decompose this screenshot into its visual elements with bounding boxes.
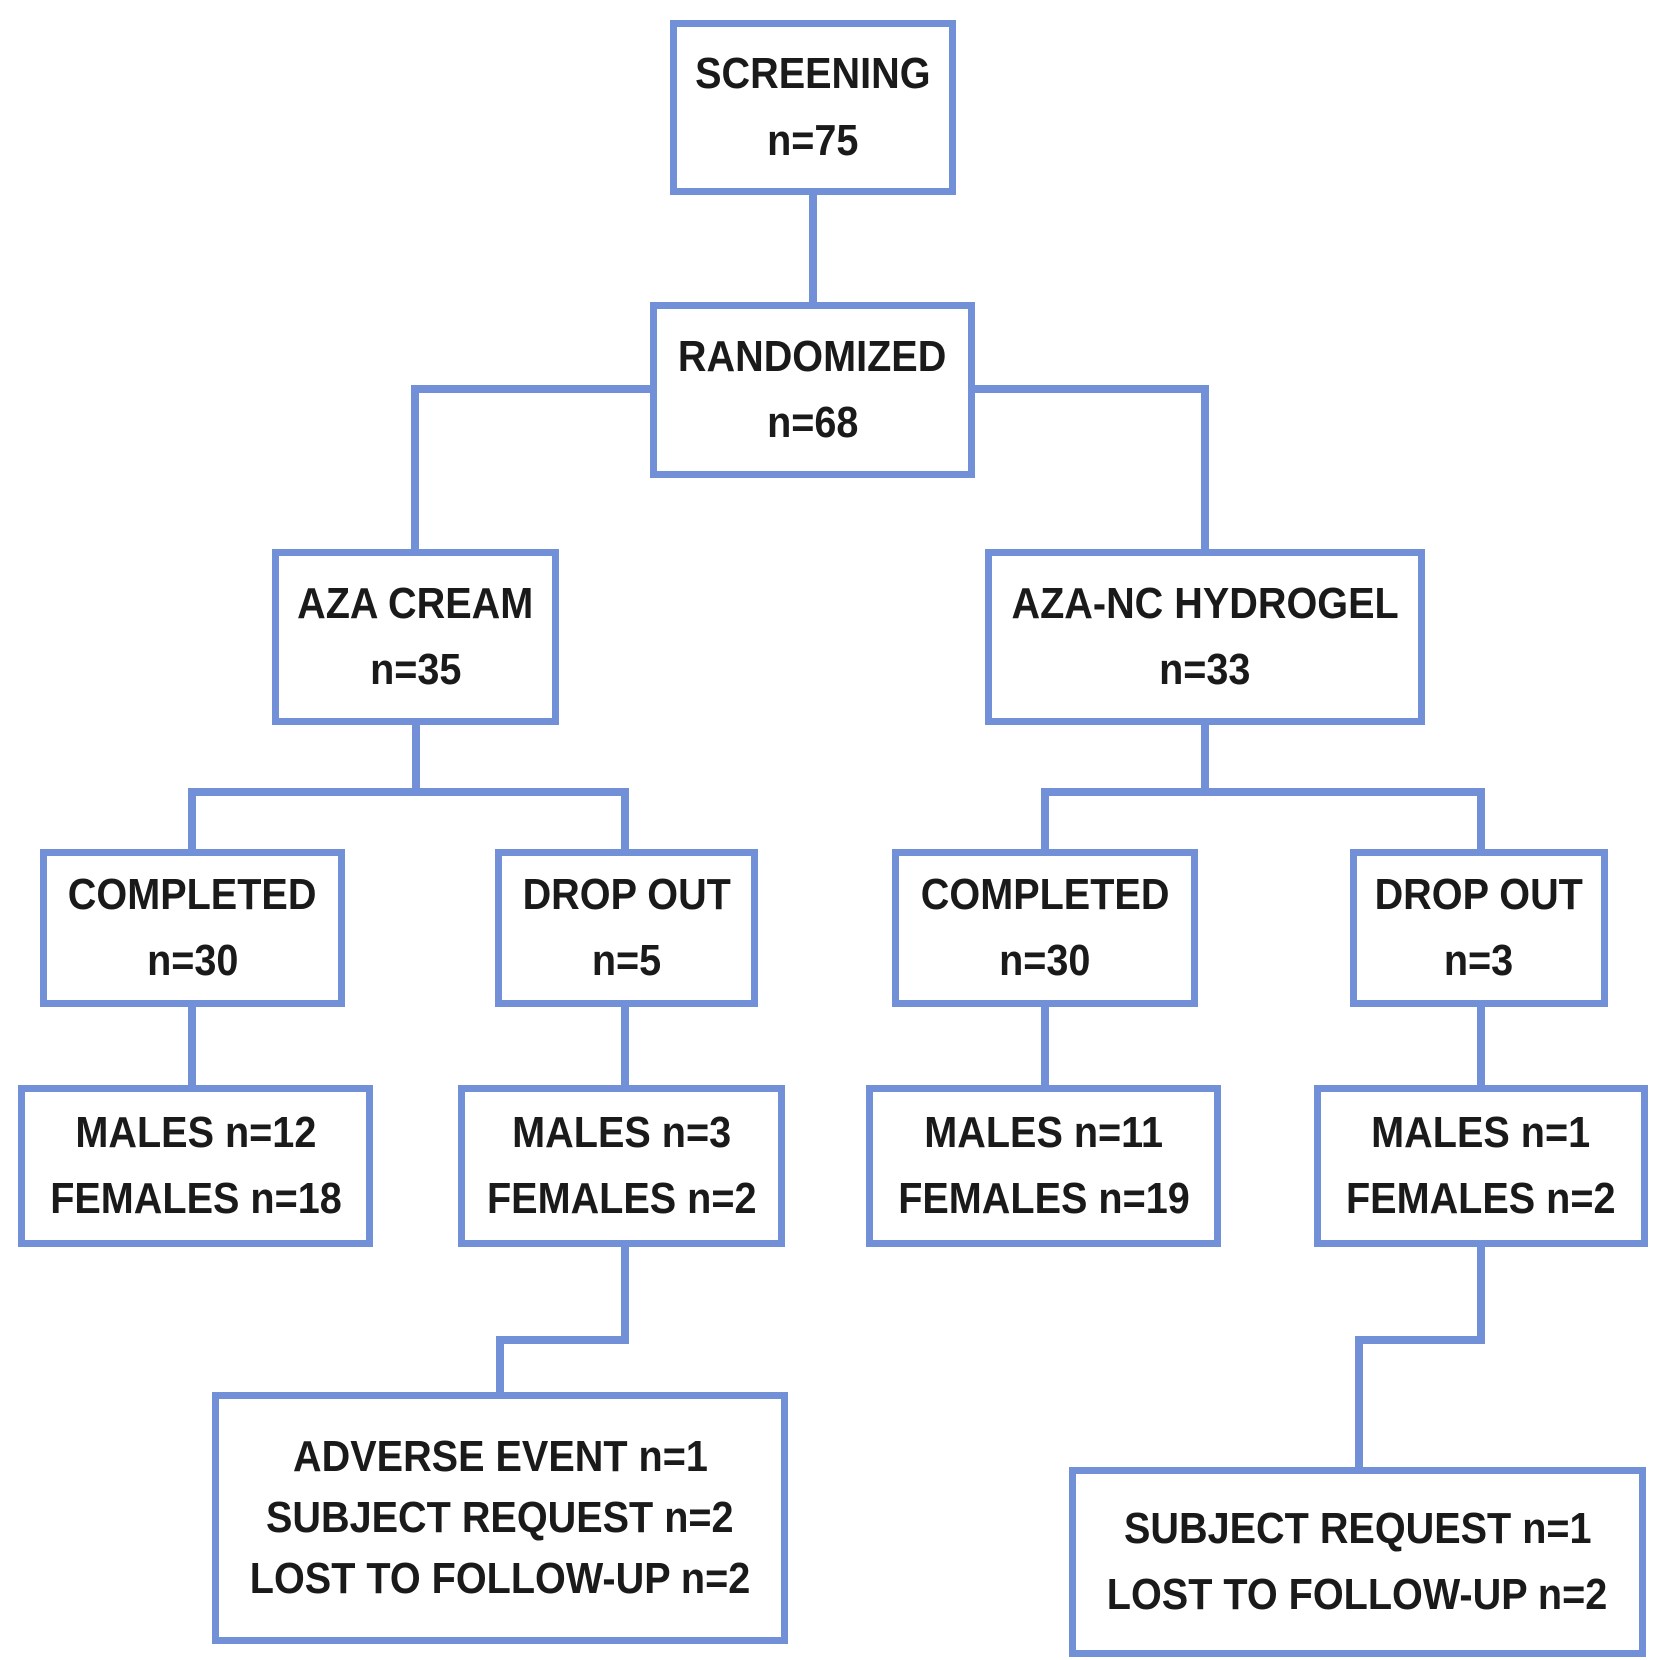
- node-dropout-reasons-aza-cream-line3: LOST TO FOLLOW-UP n=2: [249, 1554, 751, 1604]
- node-sex-dropout-aza-cream-males: MALES n=3: [512, 1107, 731, 1157]
- node-randomized-count: n=68: [766, 398, 859, 447]
- node-dropout-reasons-aza-nc-line2: LOST TO FOLLOW-UP n=2: [1107, 1570, 1608, 1619]
- connector-screening-randomized: [809, 192, 817, 304]
- node-sex-dropout-aza-nc-males: MALES n=1: [1371, 1107, 1591, 1157]
- connector-completed-left-sex: [188, 1005, 196, 1087]
- node-sex-completed-aza-nc-females: FEMALES n=19: [897, 1174, 1190, 1223]
- connector-bar-completed-right: [1041, 788, 1049, 853]
- node-dropout-reasons-aza-nc: SUBJECT REQUEST n=1 LOST TO FOLLOW-UP n=…: [1069, 1467, 1646, 1657]
- node-screening-label: SCREENING: [695, 49, 931, 99]
- node-screening: SCREENING n=75: [670, 20, 956, 195]
- node-sex-completed-aza-nc: MALES n=11 FEMALES n=19: [866, 1085, 1221, 1247]
- connector-aza-nc-stub: [1201, 722, 1209, 796]
- connector-zright-vertical2: [1355, 1336, 1363, 1469]
- connector-aza-cream-stub: [412, 722, 420, 796]
- node-dropout-reasons-aza-cream-line1: ADVERSE EVENT n=1: [292, 1431, 708, 1481]
- node-sex-dropout-aza-cream-females: FEMALES n=2: [486, 1174, 757, 1223]
- connector-aza-cream-split-bar: [188, 788, 629, 796]
- node-dropout-aza-nc: DROP OUT n=3: [1350, 849, 1608, 1007]
- node-sex-dropout-aza-nc-females: FEMALES n=2: [1346, 1174, 1616, 1223]
- node-completed-aza-cream-count: n=30: [146, 936, 239, 985]
- node-dropout-aza-cream: DROP OUT n=5: [495, 849, 758, 1007]
- node-aza-cream: AZA CREAM n=35: [272, 549, 559, 725]
- node-completed-aza-cream: COMPLETED n=30: [40, 849, 345, 1007]
- node-screening-count: n=75: [767, 115, 859, 165]
- node-aza-nc-hydrogel-count: n=33: [1159, 645, 1251, 694]
- node-randomized: RANDOMIZED n=68: [650, 302, 975, 478]
- node-dropout-reasons-aza-nc-line1: SUBJECT REQUEST n=1: [1123, 1503, 1592, 1553]
- node-aza-cream-label: AZA CREAM: [297, 578, 534, 628]
- connector-randomized-left-horizontal: [411, 385, 654, 393]
- node-dropout-reasons-aza-cream: ADVERSE EVENT n=1 SUBJECT REQUEST n=2 LO…: [212, 1392, 788, 1644]
- connector-dropout-right-sex: [1477, 1005, 1485, 1087]
- node-completed-aza-nc-count: n=30: [999, 936, 1091, 985]
- node-aza-cream-count: n=35: [369, 645, 462, 694]
- connector-zleft-horizontal: [496, 1336, 629, 1344]
- node-sex-completed-aza-cream-females: FEMALES n=18: [49, 1174, 342, 1223]
- node-aza-nc-hydrogel-label: AZA-NC HYDROGEL: [1011, 578, 1399, 628]
- connector-zleft-vertical1: [621, 1243, 629, 1344]
- connector-zleft-vertical2: [496, 1336, 504, 1394]
- node-dropout-aza-nc-label: DROP OUT: [1374, 869, 1584, 919]
- node-completed-aza-nc: COMPLETED n=30: [892, 849, 1198, 1007]
- node-sex-completed-aza-cream-males: MALES n=12: [75, 1107, 316, 1157]
- connector-dropout-left-sex: [621, 1005, 629, 1087]
- node-sex-dropout-aza-cream: MALES n=3 FEMALES n=2: [458, 1085, 785, 1247]
- connector-bar-dropout-left: [621, 788, 629, 853]
- node-sex-dropout-aza-nc: MALES n=1 FEMALES n=2: [1314, 1085, 1648, 1247]
- node-sex-completed-aza-cream: MALES n=12 FEMALES n=18: [18, 1085, 373, 1247]
- connector-bar-dropout-right: [1477, 788, 1485, 853]
- connector-bar-completed-left: [188, 788, 196, 853]
- node-completed-aza-nc-label: COMPLETED: [920, 869, 1170, 919]
- node-dropout-reasons-aza-cream-line2: SUBJECT REQUEST n=2: [266, 1492, 734, 1542]
- connector-zright-horizontal: [1355, 1336, 1485, 1344]
- connector-randomized-right-horizontal: [971, 385, 1209, 393]
- connector-zright-vertical1: [1477, 1243, 1485, 1344]
- node-dropout-aza-cream-count: n=5: [591, 936, 662, 985]
- node-randomized-label: RANDOMIZED: [678, 331, 947, 381]
- node-aza-nc-hydrogel: AZA-NC HYDROGEL n=33: [985, 549, 1425, 725]
- node-dropout-aza-nc-count: n=3: [1444, 936, 1514, 985]
- connector-randomized-left-vertical: [411, 385, 419, 553]
- node-dropout-aza-cream-label: DROP OUT: [522, 869, 731, 919]
- node-completed-aza-cream-label: COMPLETED: [68, 869, 317, 919]
- connector-completed-right-sex: [1041, 1005, 1049, 1087]
- node-sex-completed-aza-nc-males: MALES n=11: [924, 1107, 1163, 1157]
- connector-aza-nc-split-bar: [1041, 788, 1485, 796]
- connector-randomized-right-vertical: [1201, 385, 1209, 553]
